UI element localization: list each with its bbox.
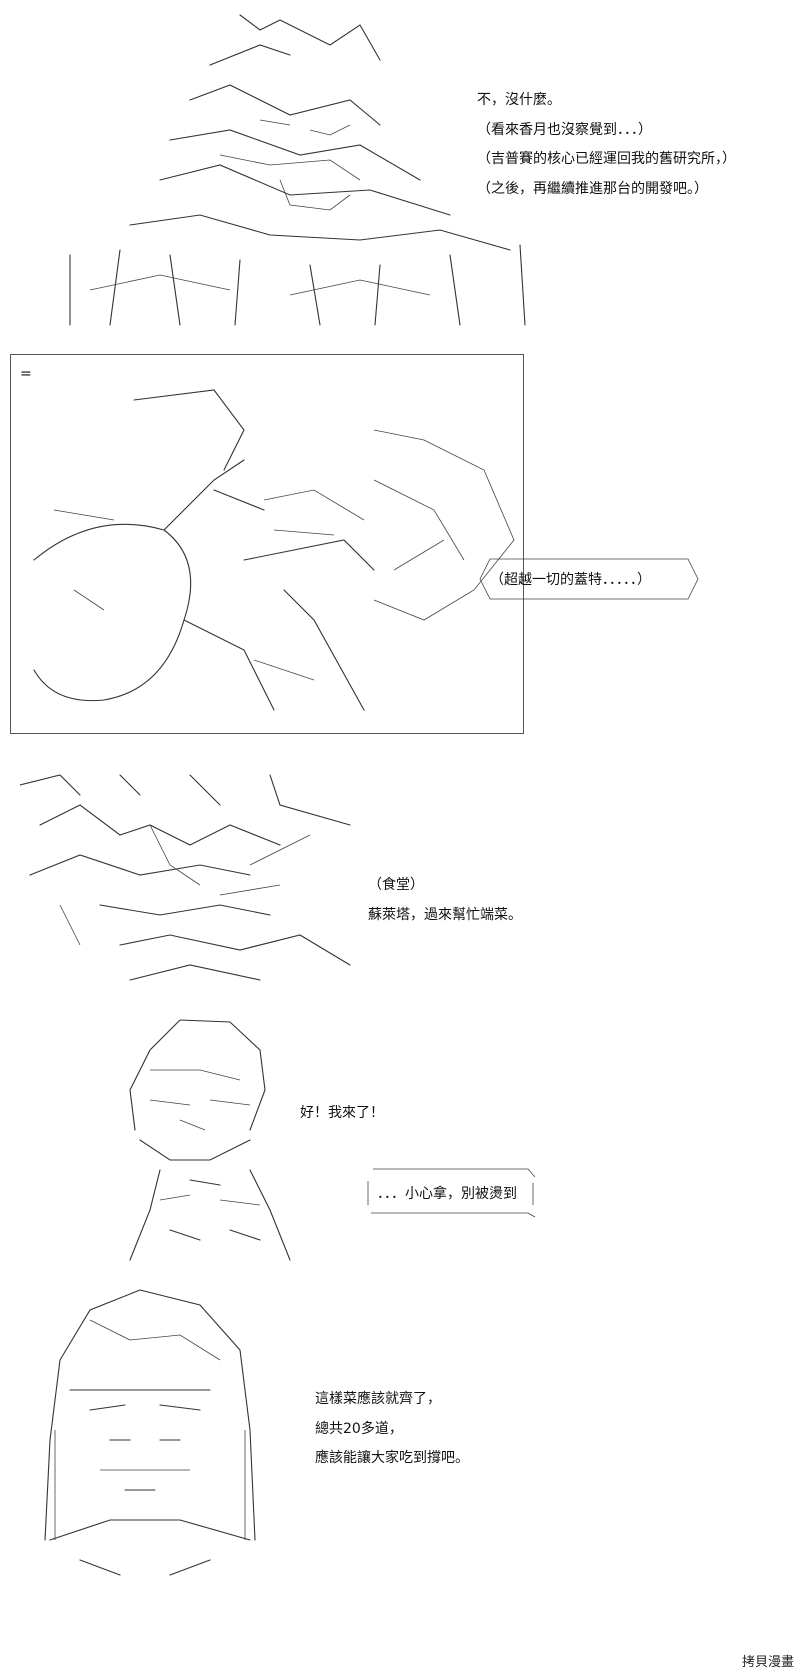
text-line-1: 這樣菜應該就齊了， [315, 1391, 441, 1407]
text-line-3: （吉普賽的核心已經運回我的舊研究所，） [477, 151, 736, 168]
panel-1-text: 不，沒什麼。 （看來香月也沒察覺到．．．） （吉普賽的核心已經運回我的舊研究所，… [477, 90, 736, 201]
ascii-art-character-portrait [30, 1280, 260, 1580]
panel-2: = （超越一切的蓋特．．．．．） [0, 350, 800, 740]
text-line-3: 應該能讓大家吃到撐吧。 [315, 1450, 469, 1467]
watermark: 拷貝漫畫 [741, 1655, 794, 1670]
ascii-art-cook [20, 765, 360, 995]
panel-3: （食堂） 蘇萊塔，過來幫忙端菜。 [0, 760, 800, 1000]
text-line-1: 不，沒什麼。 [477, 92, 561, 108]
panel-4: 好！我來了！ ．．．小心拿，別被燙到 [0, 1005, 800, 1265]
panel-5: 這樣菜應該就齊了， 總共20多道， 應該能讓大家吃到撐吧。 [0, 1275, 800, 1670]
text-line-2: 總共20多道， [315, 1420, 403, 1437]
text-line-4: （之後，再繼續推進那台的開發吧。） [477, 181, 708, 198]
dialogue-line: 蘇萊塔，過來幫忙端菜。 [368, 906, 522, 923]
speech-bubble-text: ．．．小心拿，別被燙到 [377, 1186, 517, 1202]
text-line-2: （看來香月也沒察覺到．．．） [477, 121, 652, 138]
thought-bubble-text: （超越一切的蓋特．．．．．） [490, 572, 651, 588]
panel-1: 不，沒什麼。 （看來香月也沒察覺到．．．） （吉普賽的核心已經運回我的舊研究所，… [0, 0, 800, 340]
ascii-art-suletta [110, 1010, 310, 1265]
panel-2-frame [10, 354, 524, 734]
panel-4-text: 好！我來了！ [300, 1105, 384, 1121]
location-caption: （食堂） [368, 877, 424, 893]
panel-3-text: （食堂） 蘇萊塔，過來幫忙端菜。 [368, 875, 522, 926]
ascii-art-figure-cape [30, 5, 530, 335]
panel-5-text: 這樣菜應該就齊了， 總共20多道， 應該能讓大家吃到撐吧。 [315, 1389, 469, 1470]
ascii-art-mecha-battle [14, 360, 519, 730]
corner-mark: = [20, 366, 32, 382]
